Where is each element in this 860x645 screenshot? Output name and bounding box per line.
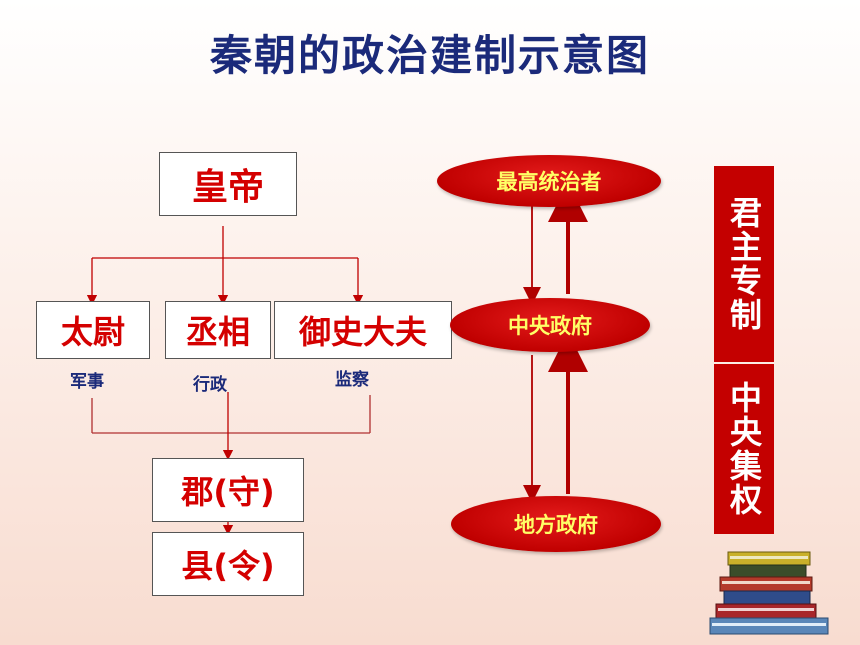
side-label-centralization-text: 中央集权 [725, 381, 763, 517]
duty-label-military: 军事 [70, 372, 104, 392]
county-box: 县(令) [152, 532, 304, 596]
official-box-chancellor: 丞相 [165, 301, 271, 359]
oval-supreme-ruler: 最高统治者 [437, 155, 661, 207]
emperor-box: 皇帝 [159, 152, 297, 216]
official-box-taiwei: 太尉 [36, 301, 150, 359]
duty-label-administration: 行政 [193, 375, 227, 395]
side-label-autocracy: 君主专制 [714, 166, 774, 362]
page-title: 秦朝的政治建制示意图 [209, 31, 650, 80]
duty-label-supervision: 监察 [335, 370, 369, 390]
side-label-autocracy-text: 君主专制 [725, 196, 763, 332]
official-box-yushi: 御史大夫 [274, 301, 452, 359]
oval-central-government: 中央政府 [450, 298, 650, 352]
oval-local-government: 地方政府 [451, 496, 661, 552]
side-label-centralization: 中央集权 [714, 364, 774, 534]
books-stack-icon [709, 551, 829, 635]
commandery-box: 郡(守) [152, 458, 304, 522]
